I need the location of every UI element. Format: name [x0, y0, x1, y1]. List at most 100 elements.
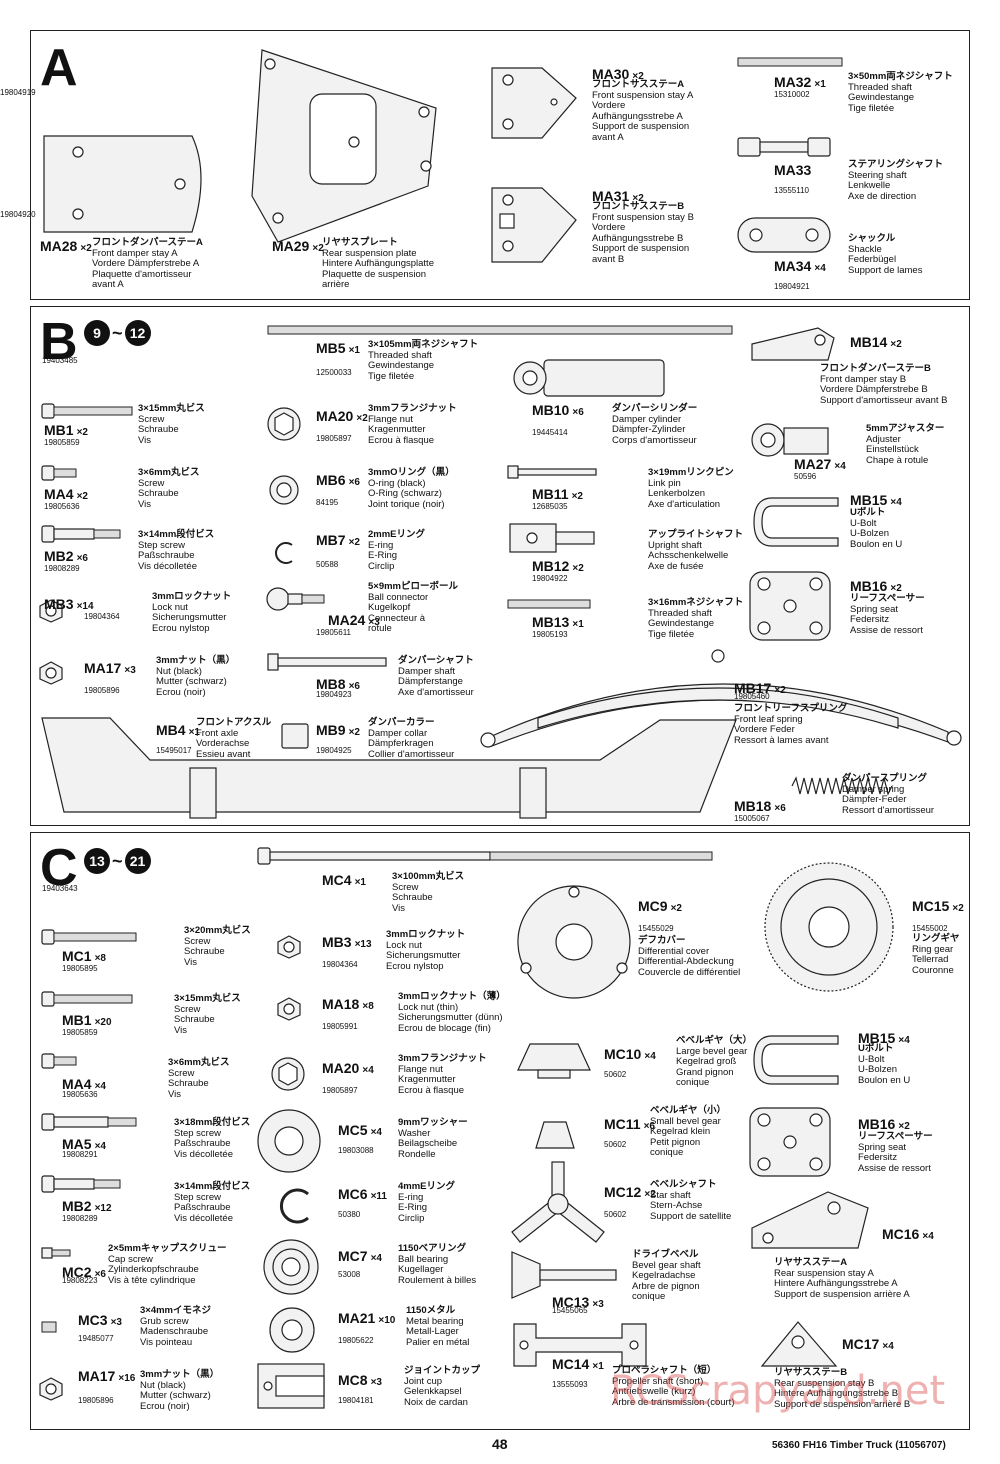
- part-code-text: MC10: [604, 1046, 642, 1062]
- part-name-line: Front damper stay A: [92, 247, 178, 259]
- part-name-japanese: 3×20mm丸ビス: [184, 925, 251, 936]
- part-name-japanese: デフカバー: [638, 935, 686, 946]
- part-code-text: MB5: [316, 340, 346, 356]
- part-code: MB7×2: [316, 532, 360, 548]
- part-name-line: Adjuster: [866, 433, 901, 445]
- part-quantity: ×2: [644, 1189, 656, 1200]
- part-code: MB11×2: [532, 486, 583, 502]
- link-pin-drawing: [507, 465, 597, 479]
- part-code-text: MC2: [62, 1264, 92, 1280]
- part-code: MA18×8: [322, 996, 374, 1012]
- part-name-japanese: リーフスペーサー: [850, 593, 925, 604]
- part-code: MC16×4: [882, 1226, 934, 1242]
- part-code: MB6×6: [316, 472, 360, 488]
- part-name-japanese: リヤサスステーA: [774, 1257, 848, 1268]
- part-code-text: MB8: [316, 676, 346, 692]
- part-name-line: Vis: [392, 902, 406, 914]
- part-code-text: MA18: [322, 996, 360, 1012]
- part-name-line: Screw: [138, 477, 165, 489]
- part-name-line: Damper collar: [368, 727, 428, 739]
- part-name-line: Kugelkopf: [368, 602, 411, 613]
- part-number: 50602: [604, 1070, 627, 1079]
- part-name-line: Front suspension stay B: [592, 211, 694, 223]
- part-quantity: ×10: [378, 1315, 396, 1326]
- part-name-line: Dämpfer-Feder: [842, 794, 907, 805]
- part-quantity: ×4: [922, 1231, 934, 1242]
- part-quantity: ×6: [643, 1121, 655, 1132]
- part-name-line: Plaquette d'amortisseur: [92, 268, 192, 280]
- part-name-line: Hintere Aufhängungsstrebe A: [774, 1278, 898, 1289]
- part-quantity: ×16: [118, 1373, 136, 1384]
- part-quantity: ×1: [572, 619, 584, 630]
- part-code-text: MC17: [842, 1336, 880, 1352]
- part-number: 19805896: [78, 1396, 114, 1405]
- part-quantity: ×6: [348, 477, 360, 488]
- part-code-text: MC13: [552, 1294, 590, 1310]
- part-code-text: MB16: [850, 578, 888, 594]
- threaded-shaft-drawing: [737, 57, 843, 67]
- part-name-line: avant A: [92, 279, 124, 290]
- part-quantity: ×2: [76, 427, 88, 438]
- part-number: 19804925: [316, 746, 352, 755]
- part-name-japanese: 2mmEリング: [368, 529, 426, 540]
- part-name-line: Paßschraube: [174, 1138, 231, 1149]
- part-name-line: Ressort d'amortisseur: [842, 804, 935, 816]
- part-name-line: Threaded shaft: [368, 349, 432, 361]
- part-quantity: ×8: [362, 1001, 374, 1012]
- part-name-line: Tellerrad: [912, 954, 949, 965]
- part-name-line: U-Bolt: [858, 1053, 885, 1065]
- part-quantity: ×6: [94, 1269, 106, 1280]
- step-screw-drawing: [41, 1113, 137, 1131]
- flange-nut-drawing: [271, 1057, 305, 1091]
- watermark: RCScrapyard.net: [610, 1368, 946, 1414]
- part-code: MA28×2: [40, 238, 92, 254]
- part-name-line: Support de satellite: [650, 1210, 732, 1222]
- part-name-japanese: 3mmロックナット: [152, 591, 232, 602]
- part-name-japanese: 3mmロックナット（薄）: [398, 991, 506, 1002]
- page-number: 48: [492, 1436, 508, 1452]
- part-name-line: Mutter (schwarz): [140, 1390, 211, 1401]
- part-name-line: Rear suspension stay A: [774, 1267, 874, 1279]
- steering-shaft-drawing: [737, 137, 831, 157]
- part-quantity: ×2: [356, 413, 368, 424]
- part-code-text: MC15: [912, 898, 950, 914]
- part-name-line: Gelenkkapsel: [404, 1386, 462, 1397]
- part-name-line: Vis: [184, 956, 198, 968]
- front-axle-drawing: [41, 717, 737, 819]
- part-code-text: MA29: [272, 238, 310, 254]
- part-name-japanese: フロントアクスル: [196, 717, 272, 728]
- e-ring-drawing: [279, 1188, 309, 1224]
- nut-drawing: [39, 661, 63, 685]
- part-code: MC6×11: [338, 1186, 387, 1202]
- part-code-text: MA4: [44, 486, 74, 502]
- part-number: 19485077: [78, 1334, 114, 1343]
- part-name-line: Vis: [174, 1024, 188, 1036]
- part-name-line: Federsitz: [850, 614, 890, 625]
- part-name-line: Link pin: [648, 477, 681, 489]
- part-name-line: Metall-Lager: [406, 1326, 459, 1337]
- part-quantity: ×11: [370, 1191, 387, 1202]
- part-name-japanese: 3mmナット（黒）: [140, 1369, 220, 1380]
- e-ring-drawing: [275, 542, 293, 564]
- part-code-text: MA20: [316, 408, 354, 424]
- part-name-line: Propeller shaft (short): [612, 1375, 704, 1387]
- part-number: 19805897: [316, 434, 352, 443]
- part-number: 50596: [794, 472, 817, 481]
- part-number: 15005067: [734, 814, 770, 823]
- section-b-letter: B: [40, 313, 78, 371]
- part-quantity: ×2: [571, 491, 583, 502]
- part-name-line: Ball connector: [368, 591, 429, 603]
- part-number: 19805859: [62, 1028, 98, 1037]
- part-quantity: ×4: [370, 1253, 382, 1264]
- part-name-japanese: アップライトシャフト: [648, 529, 744, 540]
- step-badge-to: 12: [124, 320, 151, 346]
- part-code: MA5×4: [62, 1136, 106, 1152]
- part-name-line: Star shaft: [650, 1189, 691, 1201]
- part-name-line: Vordere: [592, 100, 626, 111]
- part-code: MB9×2: [316, 722, 360, 738]
